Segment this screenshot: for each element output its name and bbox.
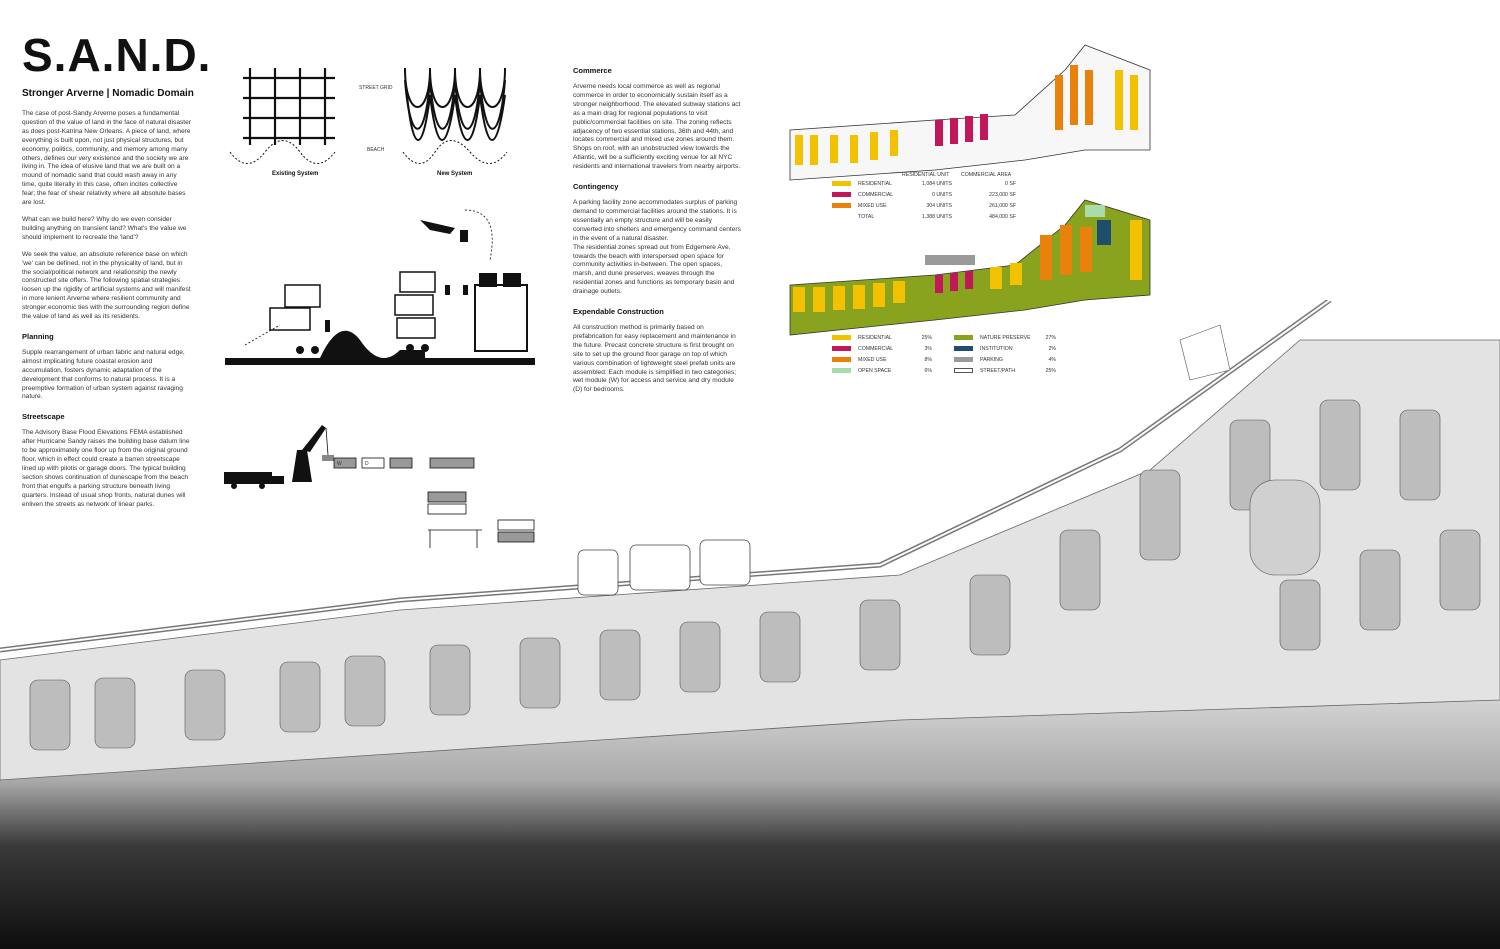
contingency-text-2: The residential zones spread out from Ed… <box>573 243 735 296</box>
legend1-col-area: COMMERCIAL AREA <box>961 172 1012 178</box>
legend2-left-swatch-1 <box>832 346 851 351</box>
planning-heading: Planning <box>22 331 54 341</box>
beach-label: BEACH <box>367 147 385 153</box>
site-plan <box>0 300 1500 949</box>
intro-paragraph-1: The case of post-Sandy Arverne poses a f… <box>22 110 191 207</box>
intro-paragraph-3: We seek the value, an absolute reference… <box>22 250 191 321</box>
page-subtitle: Stronger Arverne | Nomadic Domain <box>22 88 194 99</box>
legend1-units-2: 304 UNITS <box>926 203 952 209</box>
legend1: RESIDENTIAL 1,084 UNITS 0 SF COMMERCIAL 0 U… <box>832 181 1022 226</box>
existing-system-label: Existing System <box>272 171 319 177</box>
legend2-right-pct-0: 27% <box>1045 335 1056 341</box>
legend2-left-swatch-2 <box>832 357 851 362</box>
expendable-text: All construction method is primarily bas… <box>573 324 737 394</box>
legend2-left-pct-3: 6% <box>924 368 933 374</box>
legend2-left-label-3: OPEN SPACE <box>858 368 892 374</box>
module-w-label: W <box>337 461 342 467</box>
legend1-area-2: 261,000 SF <box>989 203 1016 209</box>
legend1-label-3: TOTAL <box>858 214 875 220</box>
new-system-label: New System <box>437 171 473 177</box>
legend2-left-pct-1: 3% <box>924 346 933 352</box>
module-d-label: D <box>365 461 369 467</box>
legend2-right-label-3: STREET/PATH <box>980 368 1015 374</box>
contingency-text-1: A parking facility zone accommodates sur… <box>573 199 741 242</box>
legend2-left-pct-0: 25% <box>921 335 932 341</box>
legend1-swatch-0 <box>832 181 851 186</box>
contingency-heading: Contingency <box>573 182 619 192</box>
legend1-units-3: 1,388 UNITS <box>922 214 952 220</box>
legend2-right-label-2: PARKING <box>980 357 1003 363</box>
legend1-label-0: RESIDENTIAL <box>858 181 893 187</box>
legend1-area-0: 0 SF <box>1005 181 1016 187</box>
legend2-right-swatch-1 <box>954 346 973 351</box>
legend2-right-label-1: INSTITUTION <box>980 346 1013 352</box>
legend2-left-swatch-3 <box>832 368 851 373</box>
zoning-map-landuse <box>789 199 1151 336</box>
legend2-right-swatch-3 <box>954 368 973 373</box>
legend1-label-1: COMMERCIAL <box>858 192 894 198</box>
legend1-label-2: MIXED USE <box>858 203 887 209</box>
legend1-swatch-1 <box>832 192 851 197</box>
left-text-column: The case of post-Sandy Arverne poses a f… <box>22 110 192 510</box>
legend2-right-swatch-0 <box>954 335 973 340</box>
expendable-heading: Expendable Construction <box>573 307 664 317</box>
zoning-map-commercial <box>789 44 1151 181</box>
legend2-left-pct-2: 8% <box>924 357 933 363</box>
legend1-col-unit: RESIDENTIAL UNIT <box>902 172 950 178</box>
airplane-icon <box>420 220 455 234</box>
street-grid-diagram <box>229 67 508 164</box>
legend2-right-pct-3: 25% <box>1045 368 1056 374</box>
legend1-area-1: 223,000 SF <box>989 192 1016 198</box>
legend1-area-3: 484,000 SF <box>989 214 1016 220</box>
page-title: S.A.N.D. <box>22 29 212 81</box>
street-grid-label: STREET GRID <box>359 85 393 91</box>
legend2-right-pct-2: 4% <box>1048 357 1057 363</box>
commerce-text: Arverne needs local commerce as well as … <box>573 83 741 171</box>
intro-paragraph-2: What can we build here? Why do we even c… <box>22 215 187 241</box>
legend2-right-pct-1: 2% <box>1048 346 1057 352</box>
streetscape-text: The Advisory Base Flood Elevations FEMA … <box>22 429 190 508</box>
commerce-heading: Commerce <box>573 66 612 75</box>
legend1-swatch-2 <box>832 203 851 208</box>
legend2-right-label-0: NATURE PRESERVE <box>980 335 1031 341</box>
legend2-left-label-1: COMMERCIAL <box>858 346 894 352</box>
legend2-left-swatch-0 <box>832 335 851 340</box>
construction-diagram <box>224 425 535 548</box>
legend1-units-1: 0 UNITS <box>932 192 952 198</box>
legend2-left-label-0: RESIDENTIAL <box>858 335 893 341</box>
building-section-diagram <box>225 209 535 365</box>
middle-text-column: Commerce Arverne needs local commerce as… <box>573 66 741 395</box>
person-icon <box>460 230 468 242</box>
streetscape-heading: Streetscape <box>22 412 65 422</box>
legend2-right-swatch-2 <box>954 357 973 362</box>
planning-text: Supple rearrangement of urban fabric and… <box>22 348 185 401</box>
legend2-left-label-2: MIXED USE <box>858 357 887 363</box>
legend1-units-0: 1,084 UNITS <box>922 181 952 187</box>
